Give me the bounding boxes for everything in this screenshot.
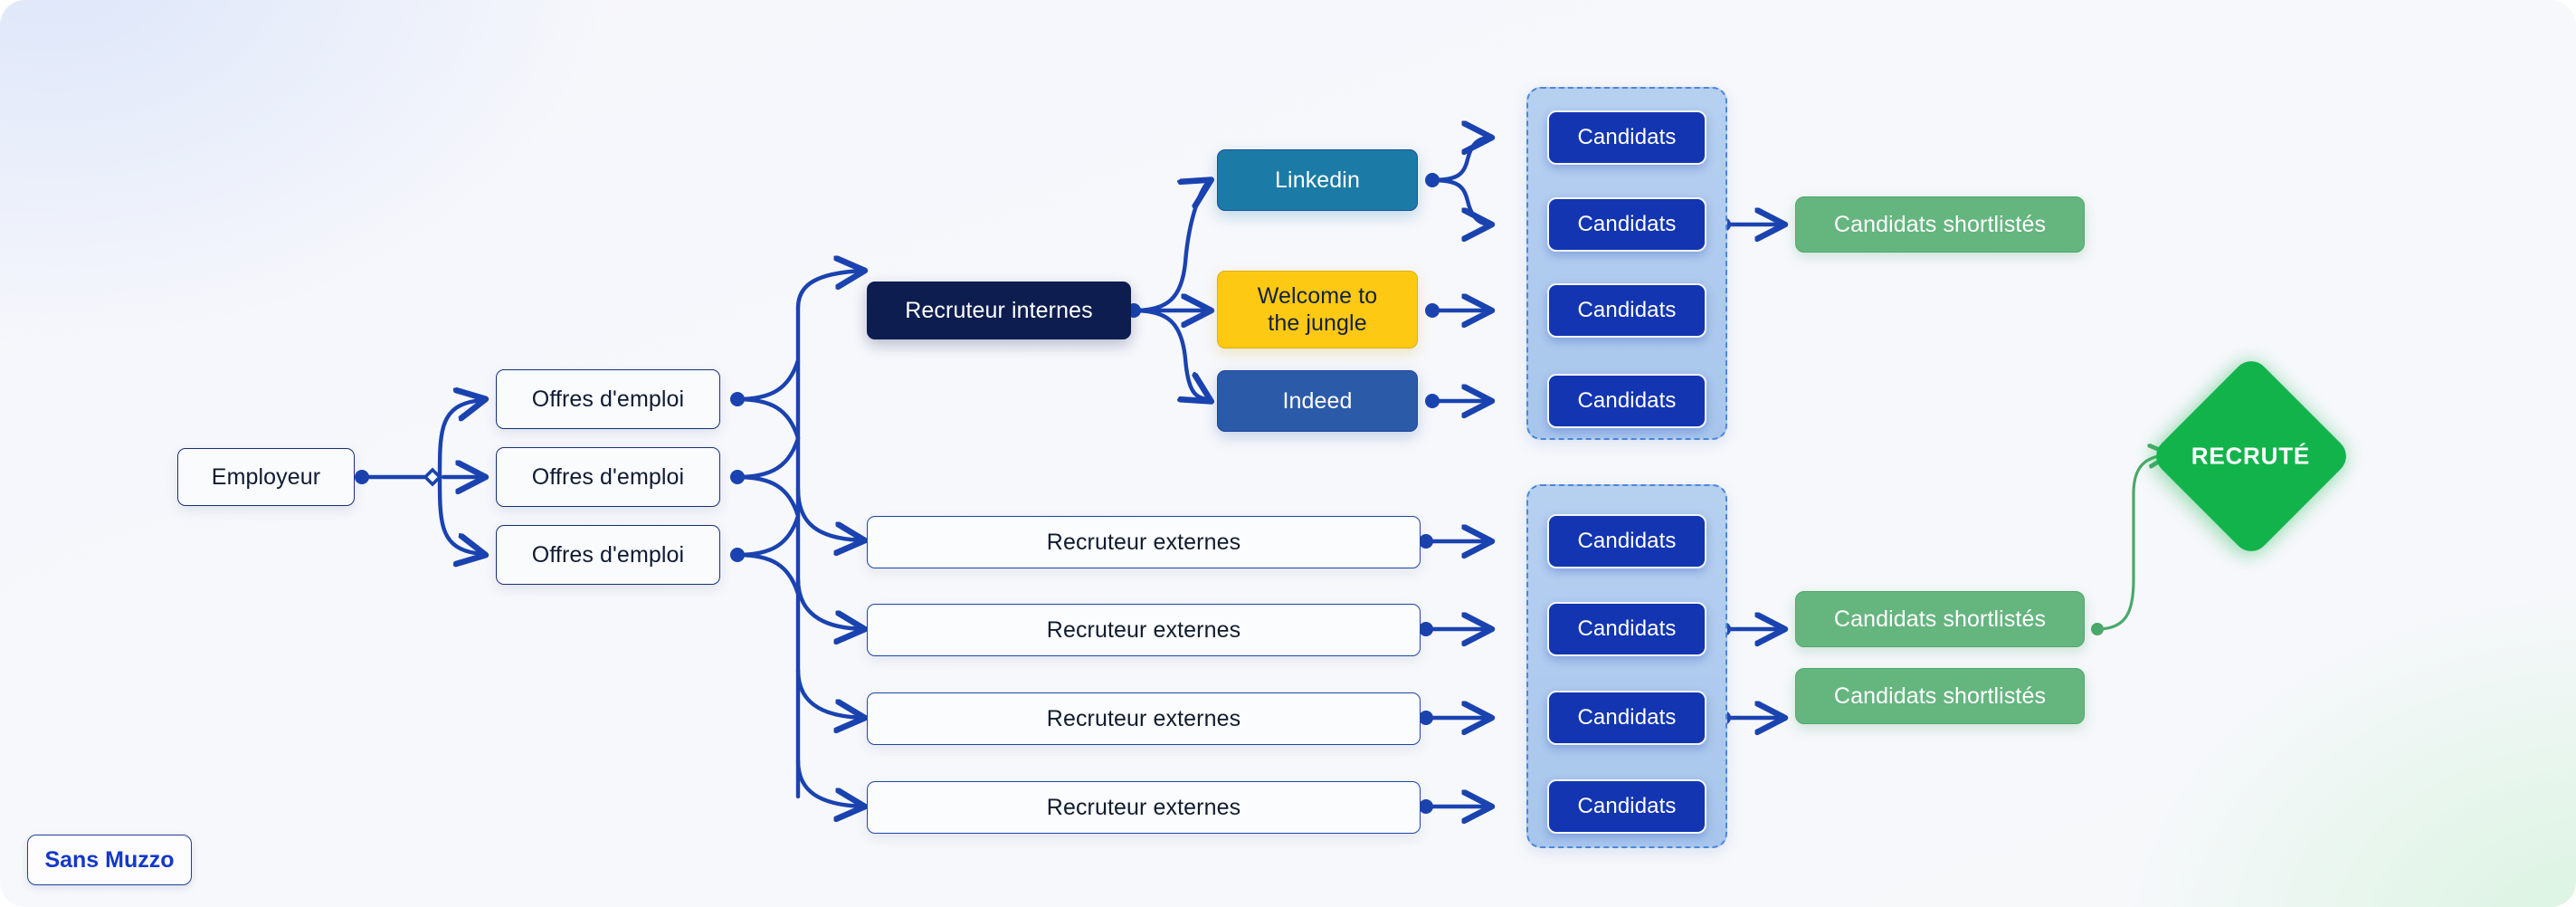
node-candidat-bottom-4[interactable]: Candidats: [1547, 779, 1706, 834]
badge-sans-muzzo-label: Sans Muzzo: [44, 846, 175, 873]
node-employeur[interactable]: Employeur: [177, 448, 355, 506]
node-candidat-top-2-label: Candidats: [1577, 212, 1677, 237]
node-platform-linkedin[interactable]: Linkedin: [1217, 149, 1418, 211]
node-candidat-top-1-label: Candidats: [1577, 125, 1677, 150]
node-candidat-bottom-2[interactable]: Candidats: [1547, 602, 1706, 656]
node-platform-indeed[interactable]: Indeed: [1217, 370, 1418, 432]
node-shortlist-bottom-1[interactable]: Candidats shortlistés: [1795, 591, 2085, 647]
node-platform-welcome-to-the-jungle[interactable]: Welcome to the jungle: [1217, 271, 1418, 348]
node-candidat-top-3[interactable]: Candidats: [1547, 283, 1706, 338]
node-platform-indeed-label: Indeed: [1282, 387, 1353, 414]
node-recruteur-externes-3[interactable]: Recruteur externes: [867, 692, 1421, 745]
node-offre-emploi-2[interactable]: Offres d'emploi: [496, 447, 720, 507]
node-recruteur-externes-2-label: Recruteur externes: [1046, 616, 1241, 643]
node-candidat-top-4-label: Candidats: [1577, 388, 1677, 414]
node-shortlist-bottom-2[interactable]: Candidats shortlistés: [1795, 668, 2085, 724]
badge-sans-muzzo[interactable]: Sans Muzzo: [27, 835, 192, 885]
node-offre-emploi-3-label: Offres d'emploi: [531, 541, 685, 568]
node-candidat-bottom-2-label: Candidats: [1577, 616, 1677, 642]
node-recruteur-externes-3-label: Recruteur externes: [1046, 705, 1241, 731]
node-candidat-top-4[interactable]: Candidats: [1547, 374, 1706, 428]
node-candidat-bottom-1[interactable]: Candidats: [1547, 514, 1706, 568]
node-candidat-bottom-1-label: Candidats: [1577, 529, 1677, 554]
node-shortlist-bottom-1-label: Candidats shortlistés: [1833, 606, 2047, 632]
node-recruteur-externes-4[interactable]: Recruteur externes: [867, 781, 1421, 834]
node-offre-emploi-1-label: Offres d'emploi: [531, 386, 685, 412]
node-recrute-diamond[interactable]: RECRUTÉ: [2148, 353, 2354, 559]
node-recrute-label: RECRUTÉ: [2191, 442, 2311, 470]
node-recruteur-externes-4-label: Recruteur externes: [1046, 794, 1241, 820]
node-candidat-top-1[interactable]: Candidats: [1547, 110, 1706, 165]
node-recruteur-externes-1[interactable]: Recruteur externes: [867, 516, 1421, 568]
node-offre-emploi-2-label: Offres d'emploi: [531, 463, 685, 490]
node-candidat-bottom-4-label: Candidats: [1577, 794, 1677, 819]
node-shortlist-bottom-2-label: Candidats shortlistés: [1833, 683, 2047, 709]
node-recruteur-internes-label: Recruteur internes: [905, 297, 1093, 323]
node-recruteur-externes-1-label: Recruteur externes: [1046, 529, 1241, 555]
node-candidat-top-2[interactable]: Candidats: [1547, 197, 1706, 252]
node-offre-emploi-1[interactable]: Offres d'emploi: [496, 369, 720, 429]
node-employeur-label: Employeur: [211, 463, 321, 490]
node-platform-wttj-line1: Welcome to: [1257, 282, 1378, 309]
node-recruteur-internes[interactable]: Recruteur internes: [867, 282, 1131, 339]
node-candidat-top-3-label: Candidats: [1577, 298, 1677, 323]
node-platform-wttj-line2: the jungle: [1268, 310, 1367, 336]
node-shortlist-top-1[interactable]: Candidats shortlistés: [1795, 196, 2085, 253]
node-shortlist-top-1-label: Candidats shortlistés: [1833, 211, 2047, 237]
node-candidat-bottom-3-label: Candidats: [1577, 705, 1677, 730]
node-platform-linkedin-label: Linkedin: [1275, 167, 1360, 193]
node-recruteur-externes-2[interactable]: Recruteur externes: [867, 604, 1421, 656]
node-candidat-bottom-3[interactable]: Candidats: [1547, 691, 1706, 745]
node-offre-emploi-3[interactable]: Offres d'emploi: [496, 525, 720, 585]
